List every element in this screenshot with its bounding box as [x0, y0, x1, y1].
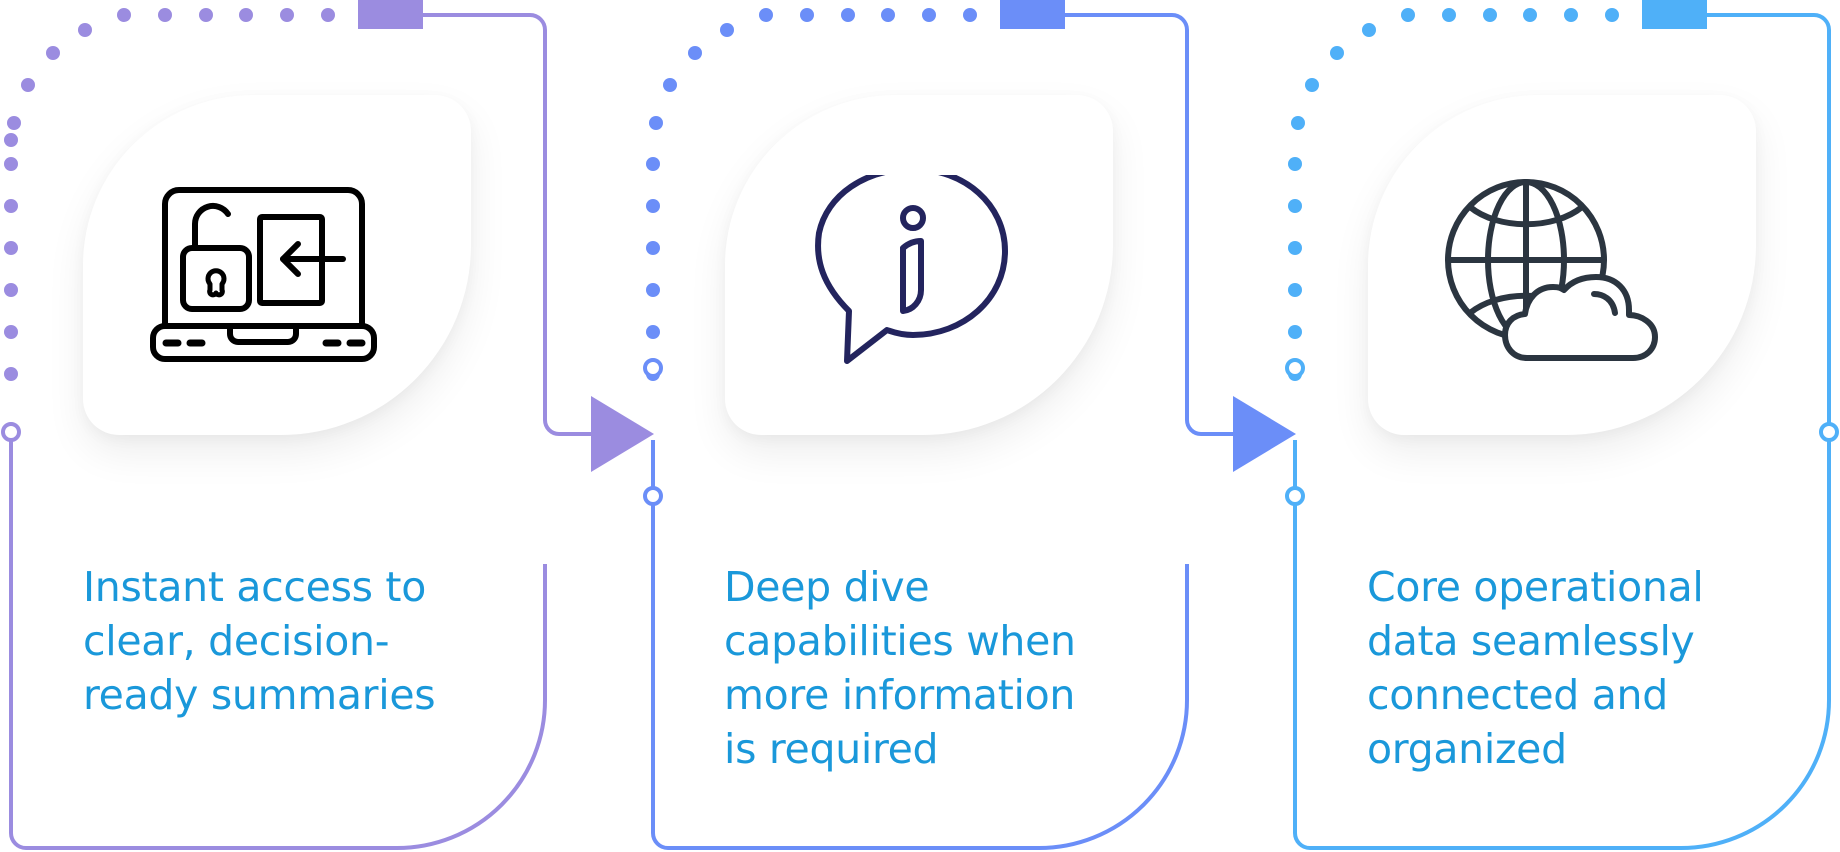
step-3-dot — [1605, 8, 1619, 22]
step-1-line-3: ready summaries — [83, 671, 436, 719]
step-1-top-marker — [358, 0, 423, 29]
step-3-dot — [1288, 241, 1302, 255]
step-1-dot — [46, 46, 60, 60]
step-1-dot — [4, 367, 18, 381]
step-3-dot — [1483, 8, 1497, 22]
step-1-description: Instant access to clear, decision- ready… — [83, 560, 523, 722]
step-3-dot — [1330, 46, 1344, 60]
step-3-icon-card — [1368, 95, 1756, 435]
step-2-dot — [688, 46, 702, 60]
step-2-dot — [649, 116, 663, 130]
step-3-dot — [1288, 199, 1302, 213]
step-2-dot — [646, 283, 660, 297]
step-1-dot — [199, 8, 213, 22]
step-2-dot — [646, 241, 660, 255]
step-1-dot — [280, 8, 294, 22]
step-2-arrow-icon — [1233, 396, 1296, 472]
step-1-arrow-icon — [591, 396, 654, 472]
step-1-dot — [7, 116, 21, 130]
step-3-bottom-frame — [1293, 440, 1831, 850]
step-1-dot-end-node — [1, 422, 21, 442]
step-3-line-1: Core operational — [1367, 563, 1704, 611]
step-1-dot — [117, 8, 131, 22]
step-2-line-2: capabilities when — [724, 617, 1076, 665]
step-2-bottom-frame — [651, 440, 1189, 850]
step-2-dot — [963, 8, 977, 22]
step-1-dot — [158, 8, 172, 22]
step-3-dot-end-node — [1285, 358, 1305, 378]
step-1-icon-card — [83, 95, 471, 435]
step-1-bottom-frame — [9, 440, 547, 850]
step-1-line-2: clear, decision- — [83, 617, 390, 665]
step-2-left-node — [643, 486, 663, 506]
step-3-dot — [1564, 8, 1578, 22]
step-3-line-2: data seamlessly — [1367, 617, 1695, 665]
step-3-connector-line — [1707, 13, 1831, 424]
step-3-line-3: connected and — [1367, 671, 1668, 719]
step-2-top-marker — [1000, 0, 1065, 29]
step-2-dot — [800, 8, 814, 22]
step-3-dot — [1401, 8, 1415, 22]
step-1-dot — [4, 157, 18, 171]
laptop-unlock-login-icon — [150, 186, 380, 371]
step-3-dot — [1288, 325, 1302, 339]
step-2-dot — [646, 325, 660, 339]
step-3-dot — [1305, 78, 1319, 92]
step-3-top-marker — [1642, 0, 1707, 29]
step-1-dot — [239, 8, 253, 22]
step-3-right-node — [1819, 422, 1839, 442]
step-3-dot — [1362, 23, 1376, 37]
step-2-description: Deep dive capabilities when more informa… — [724, 560, 1164, 776]
step-1-dot — [321, 8, 335, 22]
step-1-dot — [4, 325, 18, 339]
step-2-dot — [841, 8, 855, 22]
step-2-line-4: is required — [724, 725, 939, 773]
step-2-dot — [646, 157, 660, 171]
step-2-dot — [922, 8, 936, 22]
step-2-dot — [881, 8, 895, 22]
step-1-connector-line — [423, 13, 595, 436]
step-3-dot — [1291, 116, 1305, 130]
step-2-line-3: more information — [724, 671, 1076, 719]
step-3-line-4: organized — [1367, 725, 1567, 773]
globe-cloud-icon — [1443, 175, 1663, 370]
step-2-dot-end-node — [643, 358, 663, 378]
step-1-dot — [21, 78, 35, 92]
step-3-left-node — [1285, 486, 1305, 506]
step-2-dot — [759, 8, 773, 22]
step-3-dot — [1523, 8, 1537, 22]
info-speech-bubble-icon — [813, 166, 1013, 370]
step-2-line-1: Deep dive — [724, 563, 930, 611]
step-3-dot — [1442, 8, 1456, 22]
step-1-dot — [4, 199, 18, 213]
step-2-dot — [663, 78, 677, 92]
step-3-dot — [1288, 157, 1302, 171]
step-2-connector-line — [1065, 13, 1237, 436]
step-2-dot — [720, 23, 734, 37]
step-1-line-1: Instant access to — [83, 563, 426, 611]
step-1-dot — [4, 283, 18, 297]
step-1-dot — [4, 133, 18, 147]
step-3-dot — [1288, 283, 1302, 297]
step-3-description: Core operational data seamlessly connect… — [1367, 560, 1807, 776]
step-2-dot — [646, 199, 660, 213]
step-2-icon-card — [725, 95, 1113, 435]
step-1-dot — [4, 241, 18, 255]
step-1-dot — [78, 23, 92, 37]
